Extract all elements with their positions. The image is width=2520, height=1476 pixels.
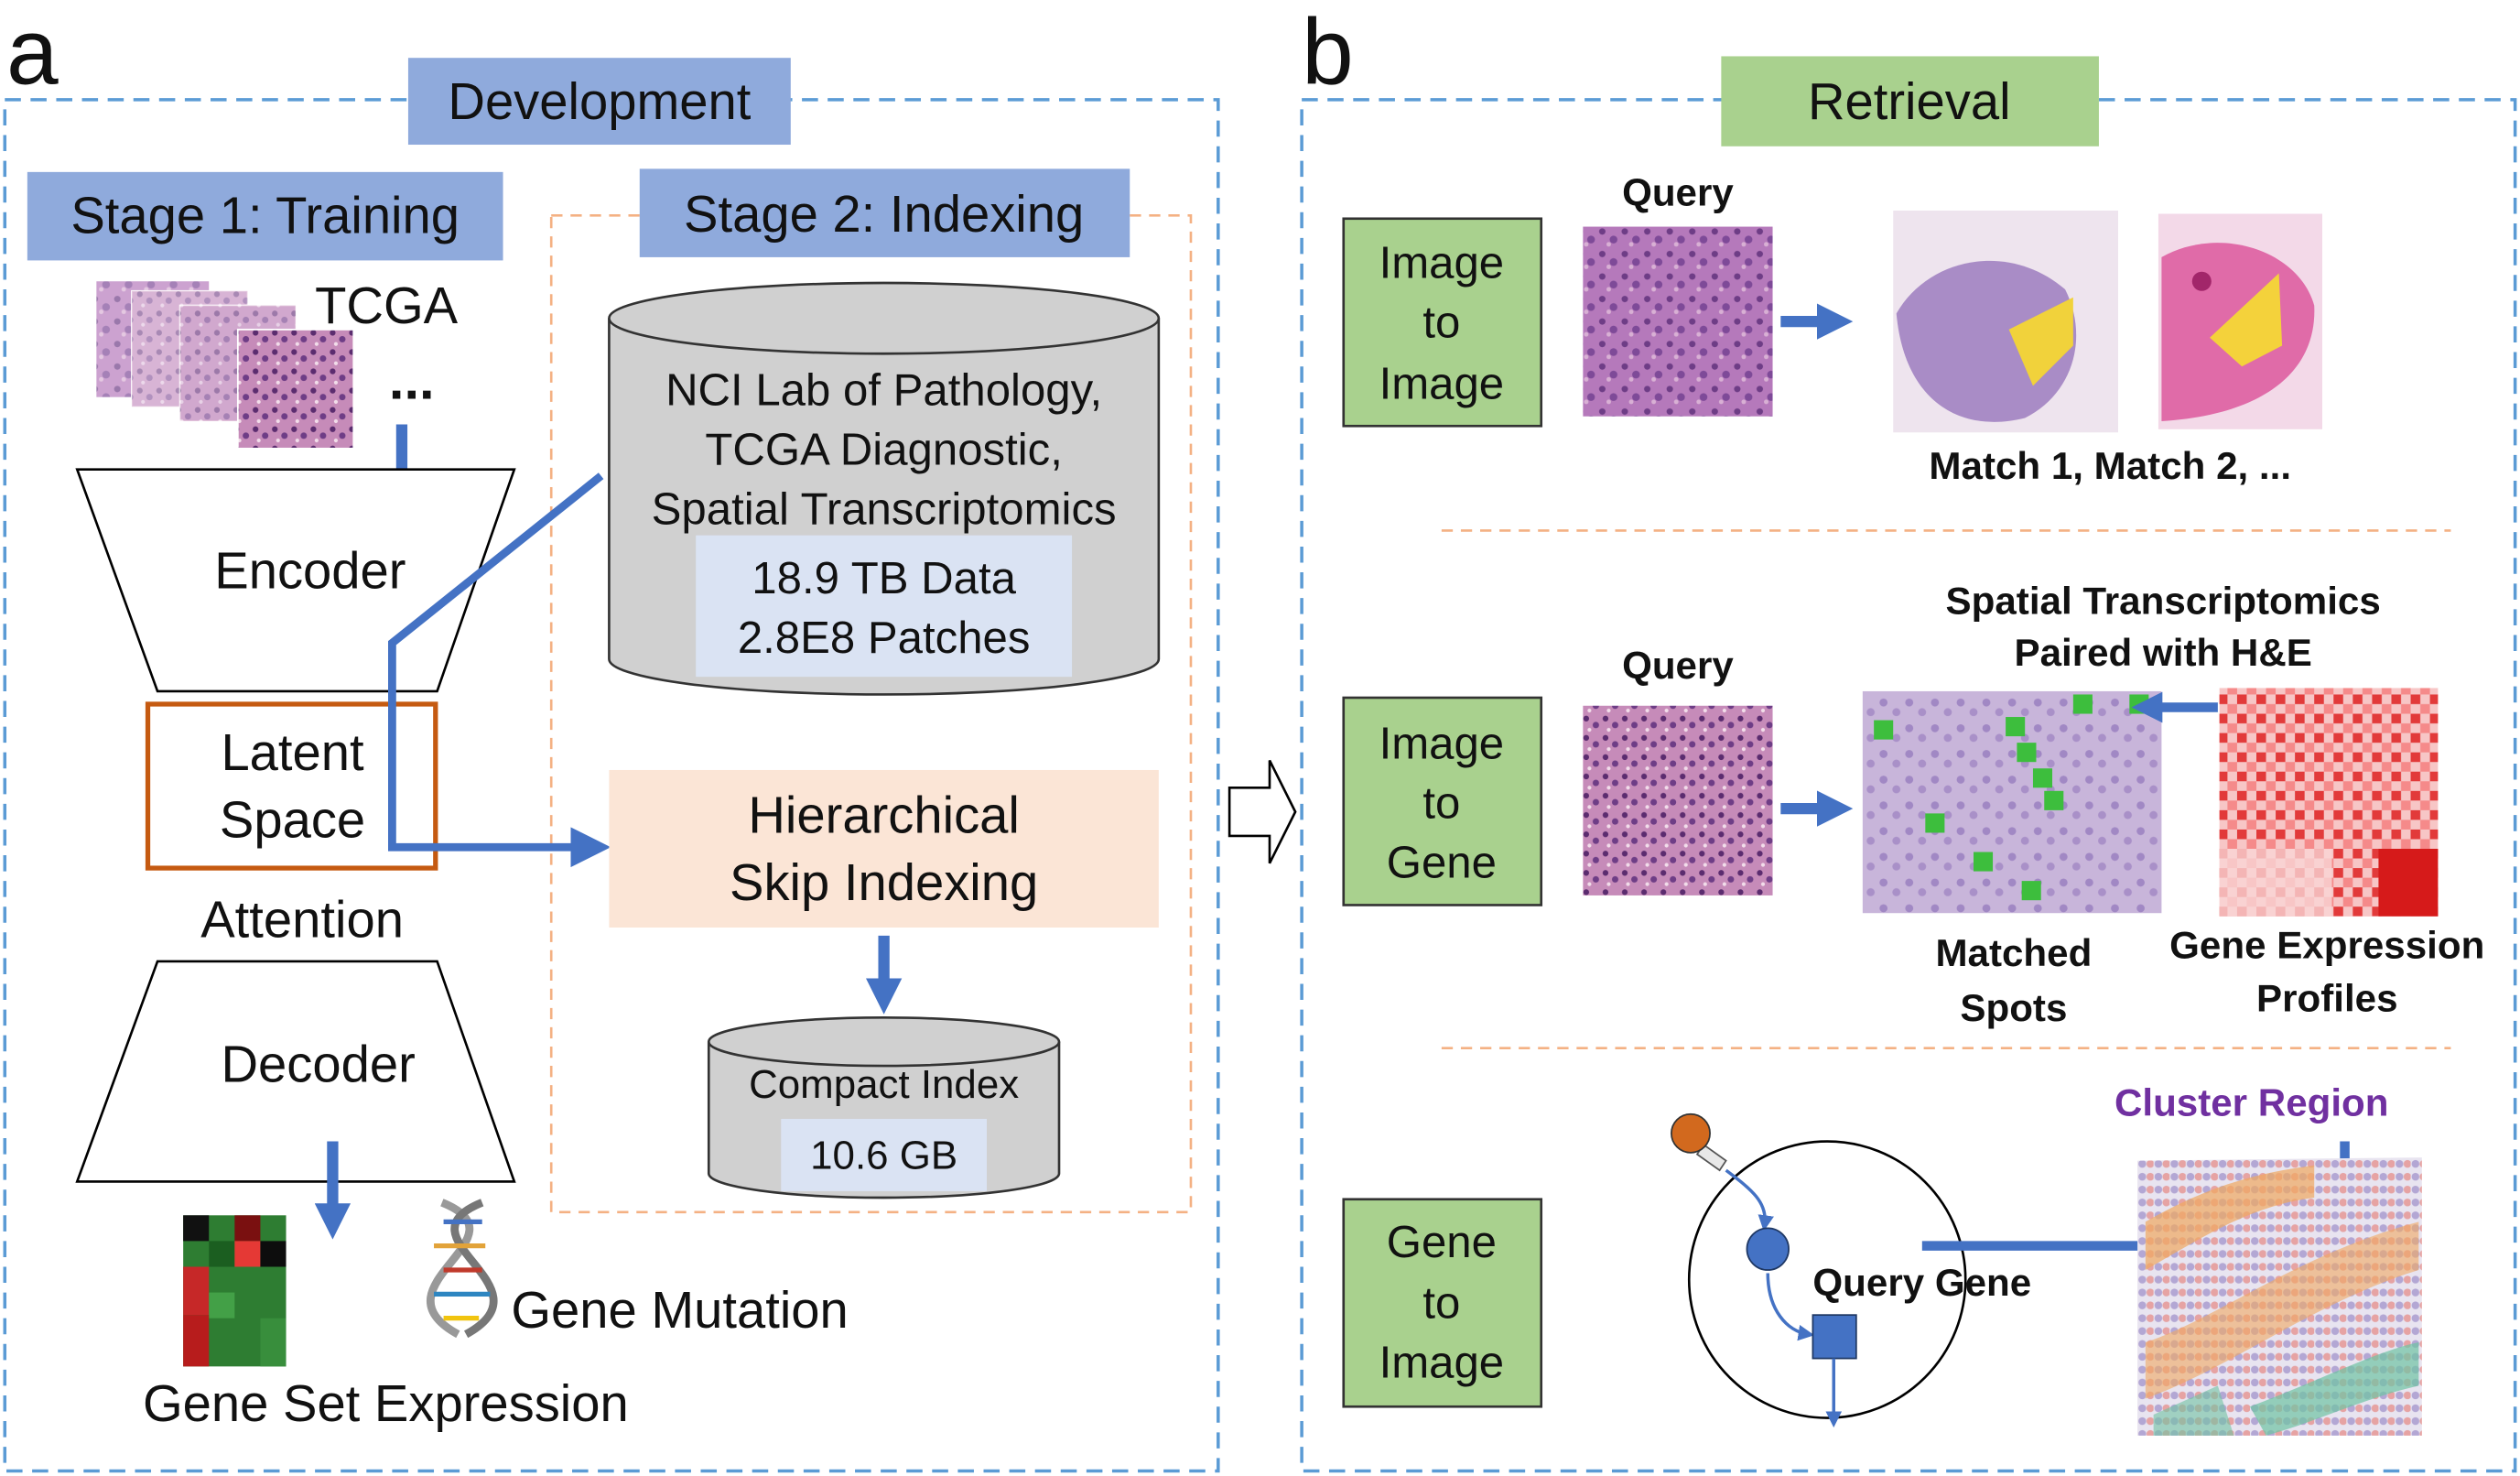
database-stat-patches: 2.8E8 Patches xyxy=(738,613,1031,663)
hierarchical-label-2: Skip Indexing xyxy=(730,853,1038,911)
matches-label: Match 1, Match 2, ... xyxy=(1929,444,2291,487)
database-line-2: TCGA Diagnostic, xyxy=(705,425,1063,474)
development-header xyxy=(407,58,791,146)
row2-query-image xyxy=(1583,705,1773,895)
latent-label-2: Space xyxy=(220,791,365,849)
row1-mode-2: to xyxy=(1422,298,1460,348)
database-line-3: Spatial Transcriptomics xyxy=(652,484,1117,534)
row2-query-label: Query xyxy=(1622,644,1734,687)
stage2-header xyxy=(639,168,1130,257)
development-header-label: Development xyxy=(448,72,751,130)
panel-a: a Development Stage 1: Training Stage 2:… xyxy=(3,0,1220,1473)
decoder-label: Decoder xyxy=(221,1036,415,1093)
latent-space-box xyxy=(145,701,438,871)
query-gene-label: Query Gene xyxy=(1812,1261,2031,1304)
row1-mode-1: Image xyxy=(1379,239,1505,288)
decoder-shape xyxy=(75,960,516,1183)
latent-to-indexing-arrow xyxy=(388,472,611,868)
tcga-ellipsis: ... xyxy=(389,349,435,410)
compact-size-label: 10.6 GB xyxy=(810,1133,957,1178)
gep-label-1: Gene Expression xyxy=(2169,923,2484,966)
latent-label-1: Latent xyxy=(221,723,364,781)
row2-mode-2: to xyxy=(1422,779,1460,829)
stage2-label: Stage 2: Indexing xyxy=(684,185,1084,243)
hierarchical-label-1: Hierarchical xyxy=(748,786,1020,843)
mode-image-to-image xyxy=(1342,217,1543,428)
matched-label-2: Spots xyxy=(1960,986,2067,1029)
panel-b: b Retrieval Image to Image Query Match 1… xyxy=(1300,0,2517,1473)
panel-a-letter: a xyxy=(6,0,59,103)
stage1-label: Stage 1: Training xyxy=(70,187,460,244)
database-line-1: NCI Lab of Pathology, xyxy=(665,365,1102,415)
row3-mode-2: to xyxy=(1422,1279,1460,1329)
panel-b-letter: b xyxy=(1302,0,1354,103)
latent-space-circle xyxy=(1671,1112,1967,1428)
row1-mode-3: Image xyxy=(1379,359,1505,408)
hierarchical-skip-indexing-box xyxy=(609,769,1159,928)
compact-size-box xyxy=(781,1118,987,1191)
stage1-header xyxy=(27,171,503,261)
mode-image-to-gene xyxy=(1342,696,1543,906)
retrieval-header xyxy=(1721,56,2099,147)
gene-expression-heatmap xyxy=(2219,688,2439,917)
panel-transition-arrow xyxy=(1228,759,1297,864)
cluster-region-label: Cluster Region xyxy=(2114,1080,2389,1123)
mode-gene-to-image xyxy=(1342,1198,1543,1408)
row2-mode-1: Image xyxy=(1379,720,1505,769)
row1-query-image xyxy=(1583,226,1773,417)
compact-index-label: Compact Index xyxy=(749,1062,1019,1107)
gene-mutation-label: Gene Mutation xyxy=(511,1281,848,1339)
matched-label-1: Matched xyxy=(1935,931,2092,974)
gep-label-2: Profiles xyxy=(2256,976,2398,1019)
match-1-image xyxy=(1893,210,2119,433)
row2-mode-3: Gene xyxy=(1387,839,1497,888)
match-2-image xyxy=(2158,213,2322,429)
st-label-2: Paired with H&E xyxy=(2014,631,2311,674)
st-label-1: Spatial Transcriptomics xyxy=(1946,580,2381,623)
row1-query-label: Query xyxy=(1622,171,1734,214)
cluster-spot-map xyxy=(2137,1157,2422,1436)
row3-mode-1: Gene xyxy=(1387,1218,1497,1267)
encoder-label: Encoder xyxy=(214,542,406,600)
gene-set-heatmap xyxy=(183,1215,287,1367)
tcga-label: TCGA xyxy=(315,277,459,334)
retrieval-header-label: Retrieval xyxy=(1808,72,2011,130)
spatial-transcriptomics-image xyxy=(1862,690,2162,914)
attention-label: Attention xyxy=(200,891,404,949)
gene-set-expression-label: Gene Set Expression xyxy=(143,1374,629,1432)
database-stats-box xyxy=(696,535,1073,678)
dna-helix-icon xyxy=(427,1199,498,1339)
row3-mode-3: Image xyxy=(1379,1339,1505,1388)
tcga-patch-stack xyxy=(96,281,355,450)
database-stat-size: 18.9 TB Data xyxy=(752,554,1016,603)
